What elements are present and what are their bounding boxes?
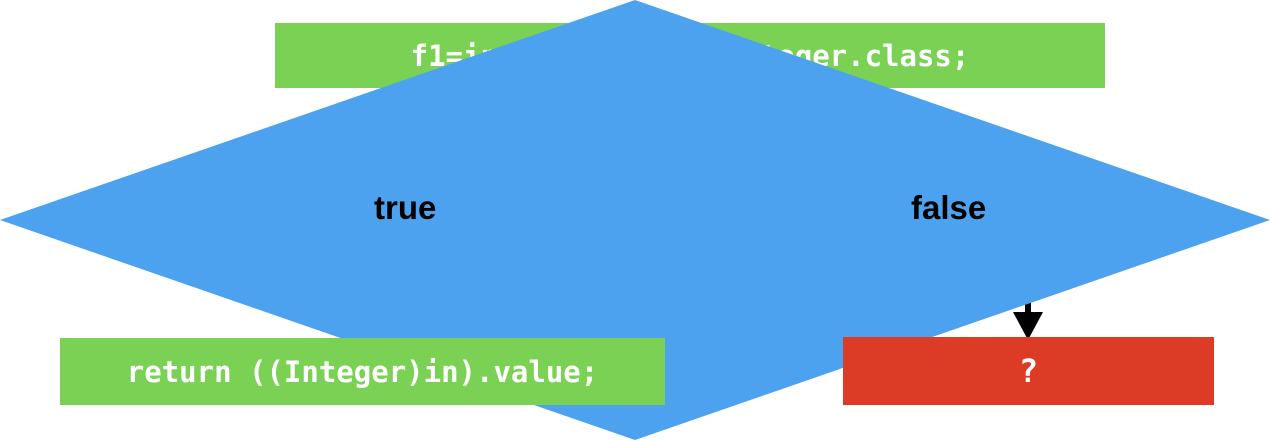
node-label-unknown: ? bbox=[1018, 352, 1039, 390]
node-label-decision: if(f1) bbox=[167, 57, 273, 91]
node-label-return: return ((Integer)in).value; bbox=[126, 354, 599, 389]
edge-label-true: true bbox=[374, 189, 437, 226]
process-node-return: return ((Integer)in).value; bbox=[60, 338, 665, 405]
error-node-unknown: ? bbox=[843, 337, 1214, 405]
edge-label-false: false bbox=[911, 189, 987, 226]
